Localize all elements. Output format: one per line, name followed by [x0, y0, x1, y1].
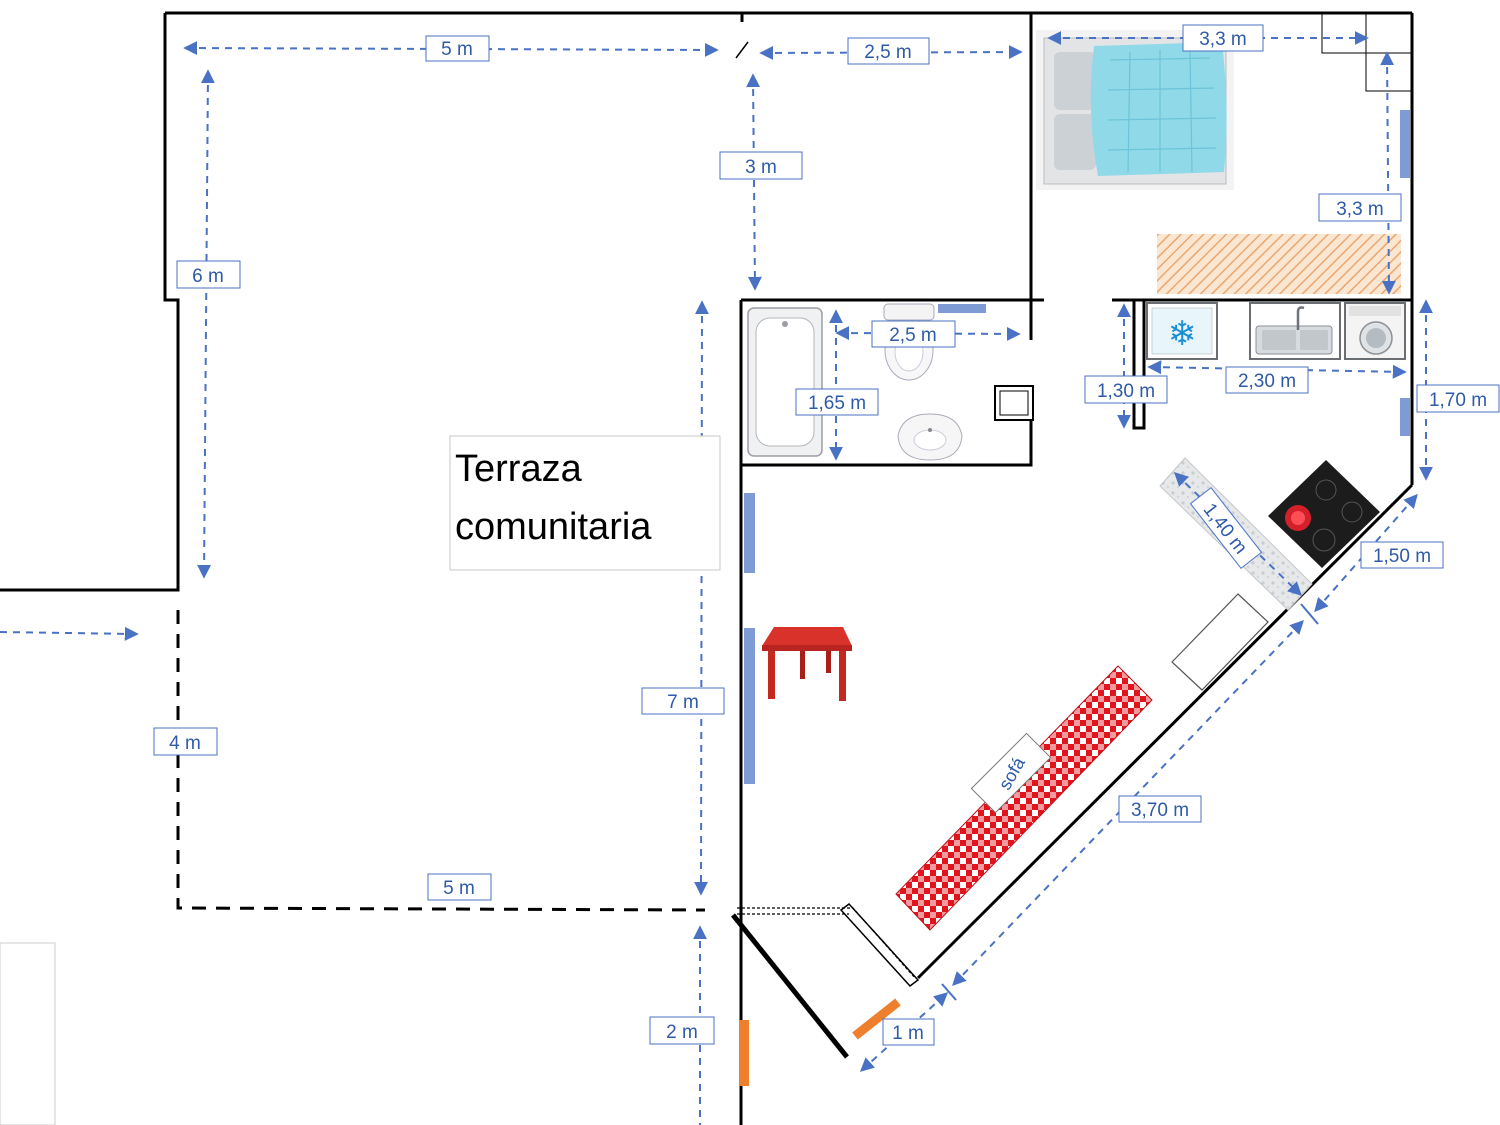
bed-icon	[1036, 30, 1234, 190]
svg-text:1,30 m: 1,30 m	[1097, 381, 1155, 402]
label-corridor-depth: 3 m	[719, 151, 803, 180]
label-terrace-lower-left: 4 m	[153, 727, 218, 756]
svg-text:2,30 m: 2,30 m	[1238, 371, 1296, 392]
shower-tray	[994, 385, 1034, 421]
svg-text:2,5 m: 2,5 m	[889, 325, 937, 346]
svg-text:6 m: 6 m	[192, 266, 224, 287]
label-diagonal-short: 1,50 m	[1360, 541, 1444, 569]
label-diagonal-long: 3,70 m	[1118, 795, 1202, 823]
svg-text:3,3 m: 3,3 m	[1199, 29, 1247, 50]
label-bedroom-width: 3,3 m	[1182, 24, 1264, 52]
label-bedroom-depth: 3,3 m	[1318, 193, 1402, 222]
dimension-labels: 5 m 2,5 m 3 m 6 m 4 m 5 m 7 m 2 m 3,3 m …	[153, 24, 1500, 1046]
table-icon	[762, 627, 852, 701]
label-kitchen-counter: 2,30 m	[1225, 366, 1309, 394]
label-terrace-width-bottom: 5 m	[427, 873, 492, 901]
sofa-icon: sofá	[895, 665, 1153, 931]
terrace-title-line2: comunitaria	[455, 506, 652, 548]
svg-text:7 m: 7 m	[667, 692, 699, 713]
svg-text:1,65 m: 1,65 m	[808, 393, 866, 414]
svg-text:3,70 m: 3,70 m	[1131, 800, 1189, 821]
bathtub-icon	[747, 307, 823, 457]
sink-icon	[897, 413, 963, 461]
door-markers	[739, 998, 901, 1086]
label-terrace-width-top: 5 m	[425, 35, 490, 62]
svg-text:1,70 m: 1,70 m	[1429, 390, 1487, 411]
svg-text:1 m: 1 m	[892, 1023, 924, 1044]
svg-text:5 m: 5 m	[443, 878, 475, 899]
label-entry-gap: 2 m	[649, 1016, 715, 1045]
label-kitchen-left-depth: 1,30 m	[1084, 375, 1168, 404]
label-corridor-width: 2,5 m	[847, 37, 930, 65]
svg-text:❄: ❄	[1168, 314, 1197, 354]
svg-text:4 m: 4 m	[169, 733, 201, 754]
svg-text:3,3 m: 3,3 m	[1336, 199, 1384, 220]
label-bathroom-width: 2,5 m	[871, 320, 956, 348]
label-terrace-long-side: 7 m	[641, 687, 725, 715]
label-bathroom-depth: 1,65 m	[795, 388, 879, 416]
svg-text:3 m: 3 m	[745, 157, 777, 178]
kitchen-sink-icon	[1249, 302, 1341, 360]
label-door-width: 1 m	[882, 1018, 935, 1046]
wardrobe-hatch	[1157, 234, 1401, 294]
terrace-title-line1: Terraza	[455, 448, 583, 490]
svg-text:2 m: 2 m	[666, 1022, 698, 1043]
svg-text:5 m: 5 m	[441, 39, 473, 60]
svg-text:1,50 m: 1,50 m	[1373, 546, 1431, 567]
label-terrace-depth: 6 m	[176, 260, 241, 289]
windows	[744, 110, 1410, 784]
fridge-icon: ❄	[1146, 302, 1218, 360]
label-kitchen-right-depth: 1,70 m	[1416, 384, 1500, 413]
terrace-title: Terraza comunitaria	[449, 435, 721, 571]
dimension-lines	[0, 31, 1433, 1125]
washing-machine-icon	[1344, 302, 1406, 360]
svg-text:2,5 m: 2,5 m	[864, 42, 912, 63]
